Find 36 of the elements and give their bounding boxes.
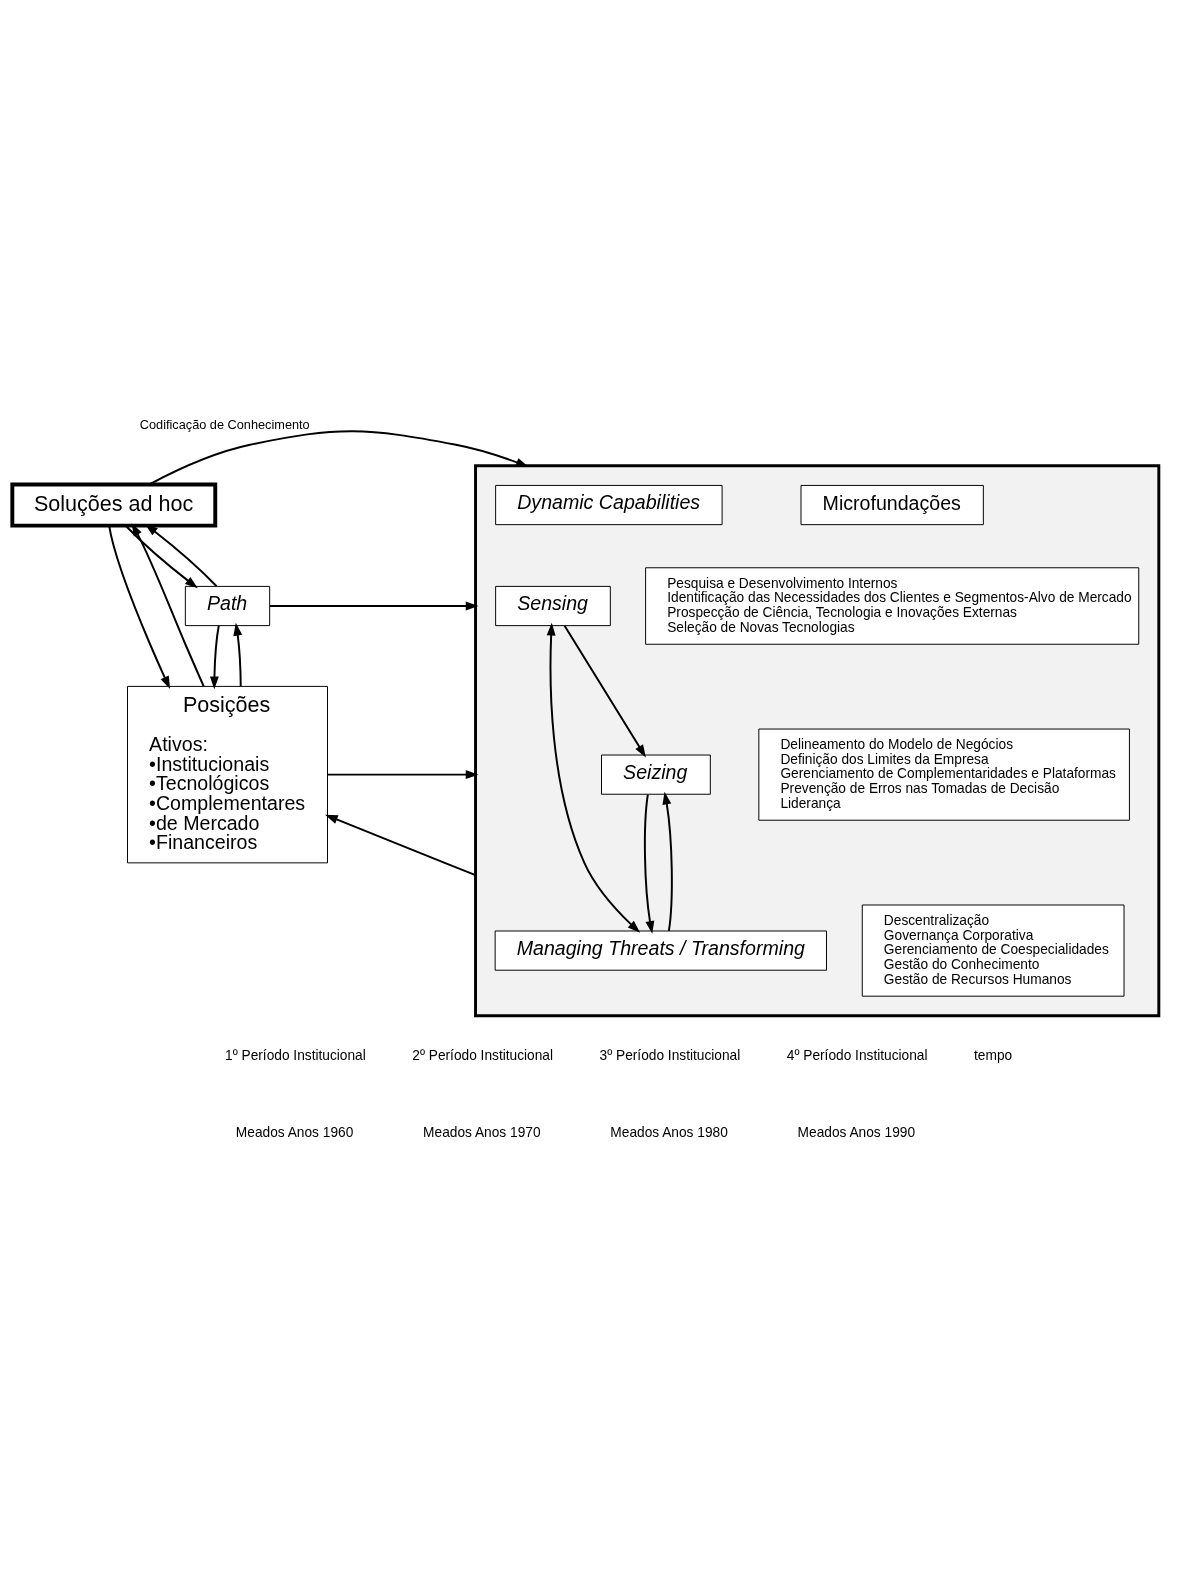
label: 4º Período Institucional [786,1047,928,1063]
arrow [662,791,673,932]
label: 3º Período Institucional [599,1047,741,1063]
label: Meados Anos 1960 [235,1125,354,1141]
node-box: Seizing [601,754,711,795]
arrow [326,770,479,780]
arrow [131,523,205,688]
cluster [474,464,1161,1018]
arrow [546,622,641,933]
node-box: Posições Ativos: •Institucionais •Tecnológicos •Complementares •de Mercado •Financeiros [127,685,328,864]
label: tempo [974,1047,1013,1063]
label: Meados Anos 1980 [610,1125,728,1141]
arrow [563,624,646,758]
arrow [209,624,220,690]
node-box: Sensing [495,585,611,627]
label: 2º Período Institucional [412,1047,554,1063]
arrow [233,622,243,688]
node-box: Soluções ad hoc [10,482,218,528]
edge-label: Codificação de Conhecimento [139,417,310,433]
arrow [108,524,171,689]
arrow [643,793,655,934]
node-box: Microfundações [800,484,984,526]
arrow [325,814,477,877]
node-box: Pesquisa e Desenvolvimento Internos Identificação das Necessidades dos Clientes e Segmentos-Alvo de Mercado Prospecção de Ciência, Tecnologia e Inovações Externas Seleção de Novas Tecnologias [645,567,1140,645]
node-box: Dynamic Capabilities [495,484,723,526]
node-box: Delineamento do Modelo de Negócios Definição dos Limites da Empresa Gerenciamento de Complementaridades e Plataformas Prevenção de Erros nas Tomadas de Decisão Liderança [758,728,1130,821]
arrow [148,430,529,486]
arrow [124,525,198,589]
label: 1º Período Institucional [225,1047,366,1063]
label: Meados Anos 1990 [797,1125,916,1141]
label: Meados Anos 1970 [423,1125,541,1141]
node-box: Descentralização Governança Corporativa Gerenciamento de Coespecialidades Gestão do Conhecimento Gestão de Recursos Humanos [861,904,1125,997]
arrow [268,601,479,611]
arrow [145,524,218,588]
node-box: Managing Threats / Transforming [494,930,827,971]
node-box: Path [184,585,271,627]
